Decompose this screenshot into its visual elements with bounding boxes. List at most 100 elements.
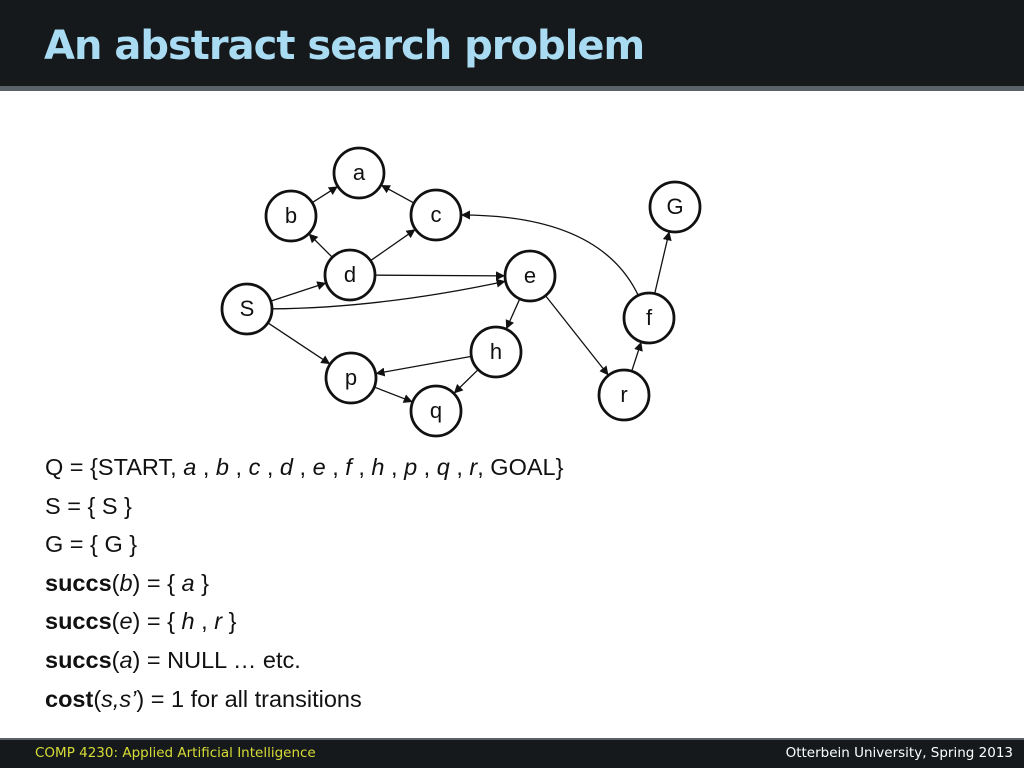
open-paren: ( [111,569,120,596]
node-S: S [220,282,274,336]
open-paren: ( [111,608,120,635]
footer-institution: Otterbein University, Spring 2013 [785,745,1013,761]
state-separator: , [293,454,313,480]
node-q: q [409,384,463,438]
succs-keyword: succs [45,646,112,673]
state-set-prefix: Q = {START, [45,454,184,480]
succs-b-close: } [194,569,210,596]
state-f: f [345,454,352,480]
cost-result: ) = 1 for all transitions [136,685,362,712]
edge-S-to-d [270,281,327,302]
state-separator: , [384,454,405,480]
state-set-line: Q = {START, a , b , c , d , e , f , h , … [45,448,563,487]
node-circle [220,282,274,336]
node-label: q [430,398,442,423]
node-circle [597,368,651,422]
state-c: c [248,454,261,480]
edge-b-to-a [311,185,339,204]
node-a: a [332,146,386,200]
node-circle [323,248,377,302]
node-d: d [323,248,377,302]
succs-e-argument: e [119,608,133,635]
node-circle [648,180,702,234]
node-b: b [264,189,318,243]
node-label: e [524,263,536,288]
open-paren: ( [93,685,102,712]
state-h: h [371,454,385,480]
node-circle [622,291,676,345]
succs-b-value: a [181,569,195,596]
node-e: e [503,249,557,303]
succs-keyword: succs [45,569,112,596]
slide-footer: COMP 4230: Applied Artificial Intelligen… [0,738,1024,768]
cost-line: cost(s,s’) = 1 for all transitions [45,680,563,719]
node-p: p [324,351,378,405]
node-circle [503,249,557,303]
succs-b-line: succs(b) = { a } [45,564,563,603]
succs-e-equals: ) = { [132,608,182,635]
node-label: r [620,382,627,407]
succs-e-line: succs(e) = { h , r } [45,602,563,641]
succs-b-equals: ) = { [132,569,182,596]
goal-set-line: G = { G } [45,531,138,558]
succs-a-argument: a [119,646,133,673]
edge-r-to-f [631,341,643,372]
edge-f-to-G [654,231,672,294]
state-separator: , [351,454,372,480]
node-label: b [285,203,297,228]
state-separator: , [417,454,437,480]
succs-e-value-1: h [181,608,195,635]
succs-b-argument: b [119,569,133,596]
state-separator: , [228,454,249,480]
state-q: q [436,454,450,480]
succs-keyword: succs [45,608,112,635]
state-p: p [404,454,418,480]
state-r: r [469,454,478,480]
node-circle [264,189,318,243]
state-separator: , [196,454,216,480]
node-r: r [597,368,651,422]
node-circle [409,384,463,438]
node-h: h [469,325,523,379]
node-label: h [490,339,502,364]
start-set-line: S = { S } [45,492,132,519]
node-f: f [622,291,676,345]
succs-e-close: } [222,608,237,635]
edge-p-to-q [374,386,413,403]
node-label: a [353,160,366,185]
succs-a-result: ) = NULL … etc. [132,646,301,673]
state-separator: , [449,454,470,480]
edge-h-to-p [375,355,472,377]
slide-header: An abstract search problem [0,0,1024,86]
state-a: a [183,454,197,480]
state-e: e [312,454,326,480]
node-c: c [409,188,463,242]
state-b: b [215,454,229,480]
node-G: G [648,180,702,234]
header-divider [0,86,1024,91]
footer-course: COMP 4230: Applied Artificial Intelligen… [35,745,316,761]
edge-e-to-r [544,295,610,376]
slide-title: An abstract search problem [44,23,645,69]
state-set-suffix: , GOAL} [477,454,564,480]
edge-d-to-c [370,228,416,262]
node-circle [469,325,523,379]
edge-f-to-c [460,210,639,296]
state-d: d [279,454,293,480]
edge-d-to-e [374,271,506,281]
state-set-members: a , b , c , d , e , f , h , p , q , r [183,454,477,480]
edge-S-to-p [267,322,331,365]
node-label: G [666,194,683,219]
problem-definition: Q = {START, a , b , c , d , e , f , h , … [45,448,563,718]
cost-arguments: s,s’ [101,685,137,712]
node-label: d [344,262,356,287]
node-label: S [240,296,255,321]
node-label: c [431,202,442,227]
node-circle [324,351,378,405]
cost-keyword: cost [45,685,94,712]
node-label: p [345,365,357,390]
graph-edges [267,184,672,403]
edge-h-to-q [453,369,479,394]
